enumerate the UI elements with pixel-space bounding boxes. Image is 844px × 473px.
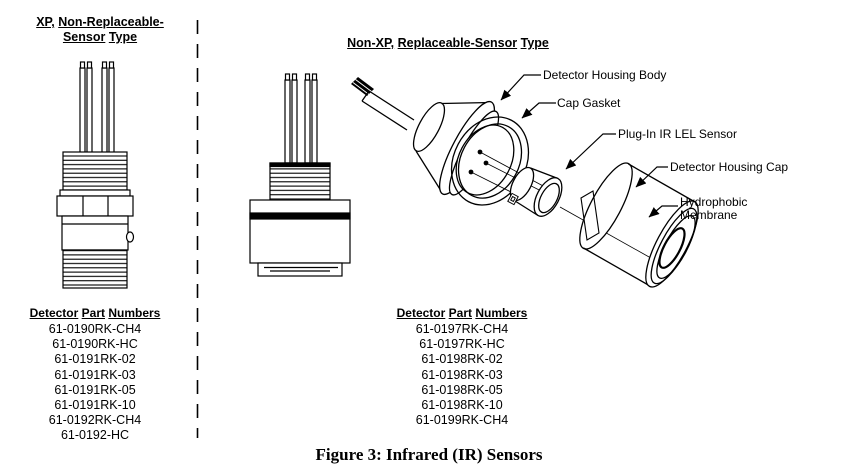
xp-sensor-drawing — [56, 61, 135, 289]
xp-heading-line1: XP, Non-Replaceable- — [36, 15, 164, 29]
nonxp-sensor-wires — [284, 73, 318, 164]
leader-cap-gasket — [521, 102, 556, 119]
cable-drawing — [351, 77, 415, 131]
part-number: 61-0198RK-10 — [421, 398, 503, 413]
part-number: 61-0198RK-05 — [421, 382, 503, 397]
housing-cap-drawing — [579, 162, 699, 288]
membrane-drawing — [658, 227, 686, 269]
part-number: 61-0199RK-CH4 — [415, 413, 509, 428]
nonxp-heading: Non-XP, Replaceable-Sensor Type — [347, 36, 549, 50]
leader-sensor — [565, 133, 616, 170]
part-number: 61-0190RK-HC — [52, 337, 138, 352]
nonxp-sensor-drawing — [249, 73, 351, 277]
leader-membrane — [648, 205, 678, 218]
xp-heading: XP, Non-Replaceable- Sensor Type — [18, 15, 182, 45]
part-number: 61-0191RK-05 — [54, 382, 136, 397]
label-cap-gasket: Cap Gasket — [557, 96, 621, 110]
exploded-view-drawing — [351, 74, 699, 288]
part-number: 61-0190RK-CH4 — [48, 322, 142, 336]
part-number: 61-0197RK-CH4 — [415, 322, 509, 336]
part-number: 61-0192-HC — [60, 428, 130, 443]
label-detector-housing-cap: Detector Housing Cap — [670, 160, 789, 174]
part-number: 61-0191RK-03 — [54, 367, 136, 382]
nonxp-part-numbers-heading: Detector Part Numbers — [396, 306, 528, 320]
figure-caption: Figure 3: Infrared (IR) Sensors — [315, 445, 543, 464]
plug-in-sensor-drawing — [507, 166, 659, 263]
label-detector-housing-body: Detector Housing Body — [543, 68, 667, 82]
part-number: 61-0191RK-02 — [54, 352, 136, 367]
part-number: 61-0198RK-03 — [421, 367, 503, 382]
part-number: 61-0197RK-HC — [419, 337, 505, 352]
xp-heading-line2: Sensor Type — [62, 30, 138, 44]
part-number: 61-0192RK-CH4 — [48, 413, 142, 428]
label-membrane: Membrane — [680, 207, 738, 222]
label-hydrophobic-membrane: Hydrophobic Membrane — [680, 196, 747, 221]
leader-housing-cap — [635, 166, 668, 188]
label-plug-in-sensor: Plug-In IR LEL Sensor — [618, 127, 737, 141]
part-number: 61-0198RK-02 — [421, 352, 503, 367]
xp-part-numbers-heading: Detector Part Numbers — [29, 306, 161, 320]
housing-body-drawing — [412, 100, 552, 198]
leader-arrows — [500, 74, 678, 218]
leader-housing-body — [500, 74, 541, 101]
label-hydrophobic: Hydrophobic — [680, 195, 748, 209]
xp-sensor-wires — [79, 61, 115, 154]
part-number: 61-0191RK-10 — [54, 398, 136, 413]
